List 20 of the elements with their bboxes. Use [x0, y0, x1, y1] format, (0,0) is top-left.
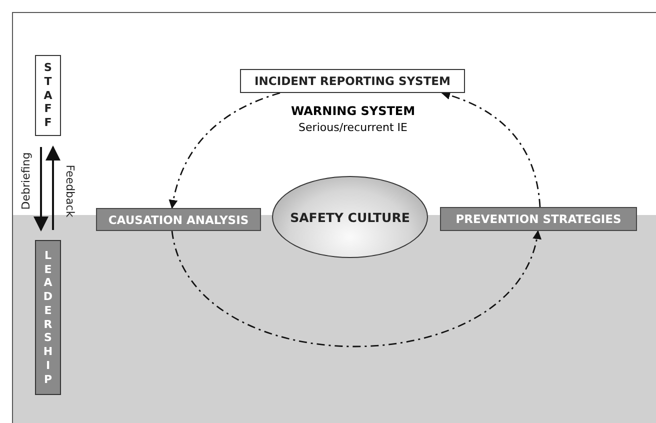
box-label: STAFF	[42, 61, 54, 130]
process-box	[440, 207, 637, 231]
arrow	[34, 147, 48, 232]
box-label: INCIDENT REPORTING SYSTEM	[254, 74, 450, 88]
process-box	[240, 69, 465, 93]
arrow	[171, 230, 540, 348]
arrow	[169, 92, 280, 209]
note-text: Serious/recurrent IE	[298, 121, 408, 134]
box-label: PREVENTION STRATEGIES	[456, 212, 622, 226]
staff-box	[35, 55, 61, 136]
leadership-box	[35, 240, 61, 395]
arrow	[441, 91, 541, 208]
box-label: LEADERSHIP	[42, 248, 54, 386]
edge-label: Debriefing	[20, 152, 32, 210]
edge-label: Feedback	[64, 164, 76, 218]
box-label: CAUSATION ANALYSIS	[108, 212, 249, 226]
ellipse-label: SAFETY CULTURE	[290, 210, 410, 224]
warning-heading: WARNING SYSTEM	[290, 104, 416, 118]
arrow	[46, 146, 60, 230]
process-box	[96, 208, 261, 231]
